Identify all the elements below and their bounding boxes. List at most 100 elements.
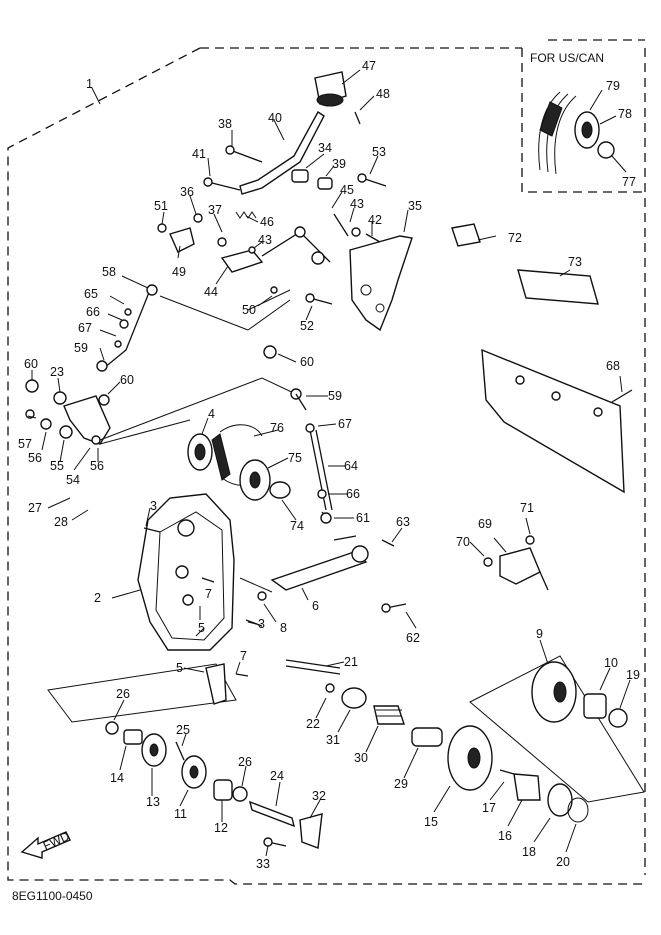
callout: 10 (604, 656, 618, 670)
callout: 38 (218, 117, 232, 131)
callout: 1 (86, 77, 93, 91)
callout: 76 (270, 421, 284, 435)
callout: 29 (394, 777, 408, 791)
callout: 59 (74, 341, 88, 355)
callout: 60 (24, 357, 38, 371)
callout: 65 (84, 287, 98, 301)
callout: 51 (154, 199, 168, 213)
callout: 47 (362, 59, 376, 73)
callout: 27 (28, 501, 42, 515)
callout: 73 (568, 255, 582, 269)
callout: 79 (606, 79, 620, 93)
lower-gear-group (47, 659, 341, 849)
region-label: FOR US/CAN (530, 51, 604, 65)
callout: 78 (618, 107, 632, 121)
callout: 30 (354, 751, 368, 765)
sensor-assembly (483, 535, 549, 591)
callout: 75 (288, 451, 302, 465)
callout: 43 (350, 197, 364, 211)
callout: 53 (372, 145, 386, 159)
callout: 50 (242, 303, 256, 317)
callout: 17 (482, 801, 496, 815)
callout: 60 (120, 373, 134, 387)
callout: 22 (306, 717, 320, 731)
callout: 71 (520, 501, 534, 515)
callout: 56 (28, 451, 42, 465)
callout: 41 (192, 147, 206, 161)
callout: 5 (176, 661, 183, 675)
callout: 19 (626, 668, 640, 682)
callout: 70 (456, 535, 470, 549)
callout: 54 (66, 473, 80, 487)
callout: 21 (344, 655, 358, 669)
callout: 49 (172, 265, 186, 279)
link-rod-group (25, 284, 307, 445)
callout: 68 (606, 359, 620, 373)
callout: 23 (50, 365, 64, 379)
callout: 74 (290, 519, 304, 533)
callout: 9 (536, 627, 543, 641)
callout: 33 (256, 857, 270, 871)
callout: 18 (522, 845, 536, 859)
fwd-arrow-icon: FWD (20, 829, 72, 859)
callout: 3 (150, 499, 157, 513)
callout: 2 (94, 591, 101, 605)
callout: 60 (300, 355, 314, 369)
callout: 35 (408, 199, 422, 213)
callout: 67 (78, 321, 92, 335)
callout: 57 (18, 437, 32, 451)
callout: 11 (174, 807, 187, 821)
lever-assembly (157, 71, 413, 359)
callout: 37 (208, 203, 222, 217)
clutch-assembly (341, 655, 645, 823)
callout: 14 (110, 771, 124, 785)
sprocket-chain-group (187, 423, 333, 524)
callout: 3 (258, 617, 265, 631)
callout: 48 (376, 87, 390, 101)
callout: 36 (180, 185, 194, 199)
callout: 15 (424, 815, 438, 829)
callout: 40 (268, 111, 282, 125)
callout: 26 (116, 687, 130, 701)
callout: 43 (258, 233, 272, 247)
callout-numbers: 1 2 3 3 4 5 5 6 7 7 8 9 10 11 12 13 14 1… (18, 59, 640, 871)
callout: 62 (406, 631, 420, 645)
callout: 77 (622, 175, 636, 189)
callout: 13 (146, 795, 160, 809)
dashed-boundaries (7, 39, 646, 885)
callout: 20 (556, 855, 570, 869)
diagram-code: 8EG1100-0450 (12, 889, 93, 903)
callout: 5 (198, 621, 205, 635)
fwd-label: FWD (41, 829, 72, 853)
callout: 25 (176, 723, 190, 737)
inset-chain-group (538, 91, 615, 175)
callout: 63 (396, 515, 410, 529)
callout: 7 (240, 649, 247, 663)
callout: 45 (340, 183, 354, 197)
callout: 32 (312, 789, 326, 803)
cover-and-labels (451, 223, 633, 494)
callout: 7 (205, 587, 212, 601)
callout: 44 (204, 285, 218, 299)
callout: 52 (300, 319, 314, 333)
leader-lines (27, 69, 631, 857)
callout: 16 (498, 829, 512, 843)
callout: 67 (338, 417, 352, 431)
callout: 8 (280, 621, 287, 635)
callout: 26 (238, 755, 252, 769)
callout: 28 (54, 515, 68, 529)
main-case (137, 493, 407, 677)
callout: 56 (90, 459, 104, 473)
callout: 58 (102, 265, 116, 279)
callout: 34 (318, 141, 332, 155)
callout: 42 (368, 213, 382, 227)
callout: 55 (50, 459, 64, 473)
callout: 69 (478, 517, 492, 531)
callout: 39 (332, 157, 346, 171)
callout: 64 (344, 459, 358, 473)
callout: 72 (508, 231, 522, 245)
callout: 46 (260, 215, 274, 229)
callout: 31 (326, 733, 340, 747)
